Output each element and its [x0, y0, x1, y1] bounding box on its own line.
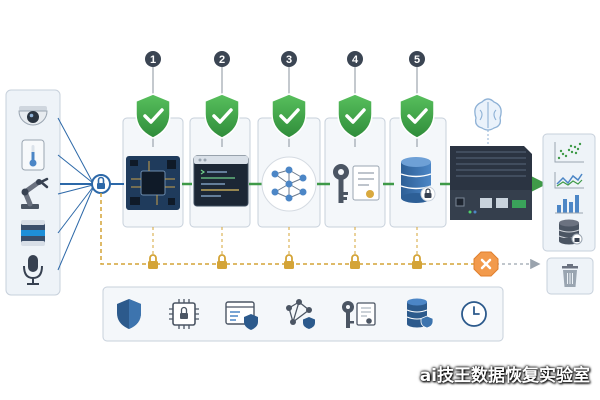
robot-arm-icon	[21, 177, 49, 209]
entry-lock-icon	[91, 174, 111, 194]
edge-gateway-device-icon	[450, 146, 532, 220]
database-stack-icon	[558, 219, 583, 245]
sensor-connection-lines	[57, 117, 94, 271]
lidar-sensor-icon	[21, 220, 45, 246]
watermark-text: ai技王数据恢复实验室	[419, 366, 590, 386]
bar-chart-icon	[555, 195, 583, 214]
thermometer-sensor-icon	[21, 139, 45, 171]
key-certificate-icon	[342, 301, 376, 328]
step-2-number: 2	[219, 54, 225, 66]
shield-check-icon	[399, 93, 435, 139]
padlock-icon	[217, 254, 227, 269]
secure-network-icon	[286, 299, 315, 329]
padlock-icon	[412, 254, 422, 269]
padlock-icon	[284, 254, 294, 269]
shield-check-icon	[271, 93, 307, 139]
key-certificate-icon	[333, 164, 380, 203]
scatter-chart-icon	[554, 142, 584, 163]
bottom-icon-strip	[102, 286, 504, 342]
step-1-number: 1	[150, 54, 156, 66]
step-5-number: 5	[414, 54, 420, 66]
trash-icon	[562, 264, 578, 287]
terminal-code-window-icon	[193, 155, 249, 207]
circuit-board-chip-icon	[126, 156, 180, 210]
blocked-stop-icon	[473, 251, 499, 277]
step-4-number: 4	[352, 54, 359, 66]
neural-network-icon	[261, 156, 317, 212]
data-deletion-panel	[546, 257, 594, 295]
shield-check-icon	[337, 93, 373, 139]
microphone-icon	[23, 255, 43, 285]
clock-icon	[461, 301, 487, 327]
shield-check-icon	[135, 93, 171, 139]
security-shield-icon	[117, 299, 141, 329]
output-panel	[542, 133, 596, 252]
sensor-panel	[5, 89, 61, 296]
step-3-number: 3	[286, 54, 292, 66]
shield-check-icon	[204, 93, 240, 139]
dome-camera-icon	[18, 106, 48, 126]
secure-channel	[100, 193, 541, 270]
ai-brain-icon	[474, 98, 502, 144]
encrypted-database-icon	[400, 157, 436, 203]
padlock-icon	[148, 254, 158, 269]
secure-database-icon	[406, 298, 434, 329]
channel-padlocks	[148, 254, 422, 269]
locked-chip-icon	[169, 299, 199, 329]
padlock-icon	[350, 254, 360, 269]
secure-window-icon	[225, 301, 258, 330]
check-shields	[135, 93, 435, 139]
line-chart-icon	[554, 172, 584, 189]
